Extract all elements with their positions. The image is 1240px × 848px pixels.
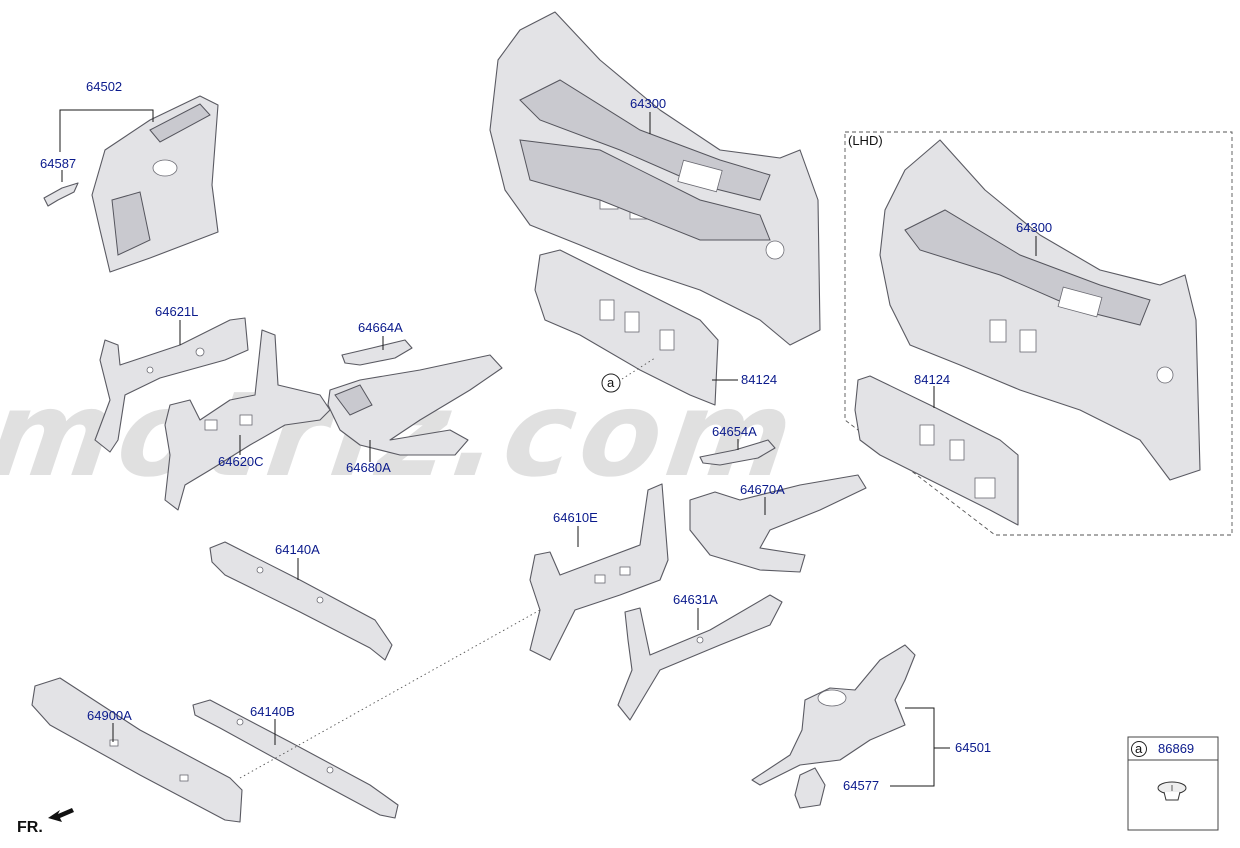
label-64610E[interactable]: 64610E xyxy=(553,510,598,525)
front-arrow-icon xyxy=(48,808,74,822)
part-64654A-drawing[interactable] xyxy=(699,439,776,466)
part-64501-drawing[interactable] xyxy=(751,644,916,786)
label-64620C[interactable]: 64620C xyxy=(218,454,264,469)
label-64670A[interactable]: 64670A xyxy=(740,482,785,497)
label-64502[interactable]: 64502 xyxy=(86,79,122,94)
part-64140A-drawing[interactable] xyxy=(209,541,393,661)
reference-line xyxy=(239,609,541,779)
part-64577-drawing[interactable] xyxy=(794,767,826,809)
label-64577[interactable]: 64577 xyxy=(843,778,879,793)
lhd-variant-box: (LHD) xyxy=(844,131,1233,536)
front-label: FR. xyxy=(17,819,43,836)
svg-text:a: a xyxy=(607,375,615,390)
legend-part-86869[interactable]: 86869 xyxy=(1158,741,1194,756)
label-64664A[interactable]: 64664A xyxy=(358,320,403,335)
part-64631A-drawing[interactable] xyxy=(617,594,783,721)
label-64900A[interactable]: 64900A xyxy=(87,708,132,723)
label-64680A[interactable]: 64680A xyxy=(346,460,391,475)
label-64300-lhd[interactable]: 64300 xyxy=(1016,220,1052,235)
label-64621L[interactable]: 64621L xyxy=(155,304,198,319)
part-84124-main-drawing[interactable] xyxy=(534,249,719,406)
label-64300-main[interactable]: 64300 xyxy=(630,96,666,111)
label-64587[interactable]: 64587 xyxy=(40,156,76,171)
label-64654A[interactable]: 64654A xyxy=(712,424,757,439)
part-64620C-drawing[interactable] xyxy=(164,329,331,511)
part-64621L-drawing[interactable] xyxy=(94,317,249,453)
label-64501[interactable]: 64501 xyxy=(955,740,991,755)
lhd-label: (LHD) xyxy=(848,133,883,148)
clip-icon xyxy=(1157,781,1187,801)
part-84124-lhd-drawing[interactable] xyxy=(854,375,1019,526)
part-64680A-drawing[interactable] xyxy=(327,354,503,456)
part-64300-main-drawing[interactable] xyxy=(489,11,821,346)
front-direction-indicator: FR. xyxy=(17,808,74,836)
label-84124-lhd[interactable]: 84124 xyxy=(914,372,950,387)
part-64300-lhd-drawing[interactable] xyxy=(879,139,1201,481)
legend-box: a 86869 xyxy=(1127,736,1219,831)
reference-line-a xyxy=(621,357,656,380)
label-64140B[interactable]: 64140B xyxy=(250,704,295,719)
part-64502-drawing[interactable] xyxy=(91,95,219,273)
legend-letter: a xyxy=(1135,741,1143,756)
label-84124-main[interactable]: 84124 xyxy=(741,372,777,387)
part-64610E-drawing[interactable] xyxy=(529,483,669,661)
label-64140A[interactable]: 64140A xyxy=(275,542,320,557)
part-64670A-drawing[interactable] xyxy=(689,474,867,573)
label-64631A[interactable]: 64631A xyxy=(673,592,718,607)
part-64900A-drawing[interactable] xyxy=(31,677,243,823)
leader-lines xyxy=(59,109,1037,787)
part-64587-drawing[interactable] xyxy=(43,182,79,207)
part-64140B-drawing[interactable] xyxy=(192,699,399,819)
part-64664A-drawing[interactable] xyxy=(341,339,413,366)
reference-bubble-a: a xyxy=(601,373,621,393)
